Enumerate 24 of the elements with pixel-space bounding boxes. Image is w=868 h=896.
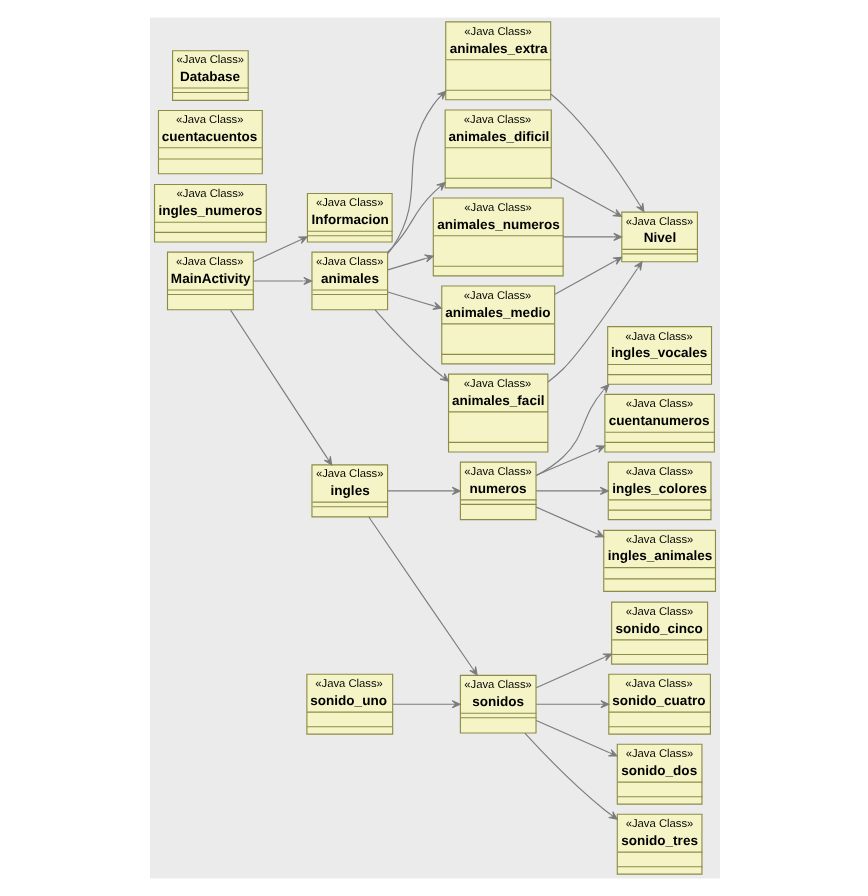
arrow xyxy=(561,232,622,242)
arrow xyxy=(534,719,617,757)
arrow xyxy=(367,516,477,676)
arrow xyxy=(534,486,608,495)
arrow xyxy=(386,182,445,253)
arrow xyxy=(229,309,332,466)
arrow xyxy=(549,93,644,213)
arrow xyxy=(523,732,617,820)
arrow xyxy=(386,90,446,254)
arrow xyxy=(549,177,621,217)
arrow xyxy=(391,700,460,709)
arrow xyxy=(386,486,460,495)
arrow xyxy=(251,236,307,263)
arrow xyxy=(534,506,604,538)
arrow xyxy=(251,276,312,286)
arrow xyxy=(534,384,609,477)
arrow xyxy=(386,291,441,310)
arrow xyxy=(386,254,433,271)
arrow xyxy=(534,445,605,476)
arrow xyxy=(553,256,622,295)
arrow xyxy=(534,700,609,709)
arrow xyxy=(534,653,612,689)
arrow xyxy=(373,309,449,382)
arrow xyxy=(546,261,642,383)
